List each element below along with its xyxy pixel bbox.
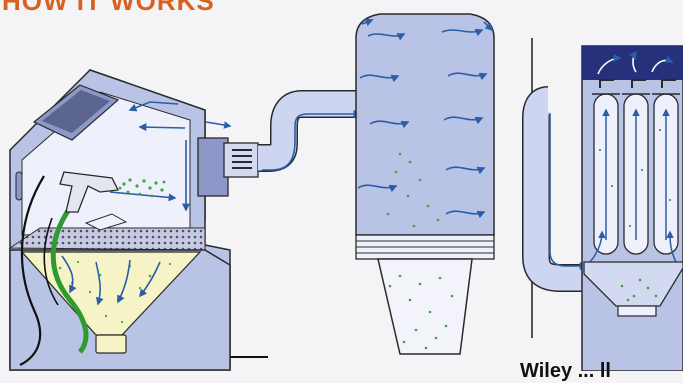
- fan-unit: [198, 122, 258, 196]
- cartridge-filter: [582, 46, 683, 371]
- booth-side-slot: [16, 172, 22, 200]
- cyclone-hopper: [378, 259, 472, 354]
- cyclone-body: [356, 14, 494, 235]
- duct-to-filter: [536, 100, 586, 278]
- duct-booth-to-cyclone: [258, 104, 362, 170]
- booth-collection-tray: [96, 335, 126, 353]
- spray-booth: [10, 70, 268, 370]
- filter-hopper-outlet: [618, 306, 656, 316]
- fan-motor: [224, 143, 258, 177]
- fan-to-duct-arrow: [206, 122, 230, 126]
- partial-caption: Wiley ... ll: [520, 360, 611, 383]
- filter-duct-arrow: [550, 114, 586, 266]
- booth-grate: [10, 228, 205, 250]
- process-diagram: [0, 0, 683, 371]
- cyclone: [356, 14, 494, 354]
